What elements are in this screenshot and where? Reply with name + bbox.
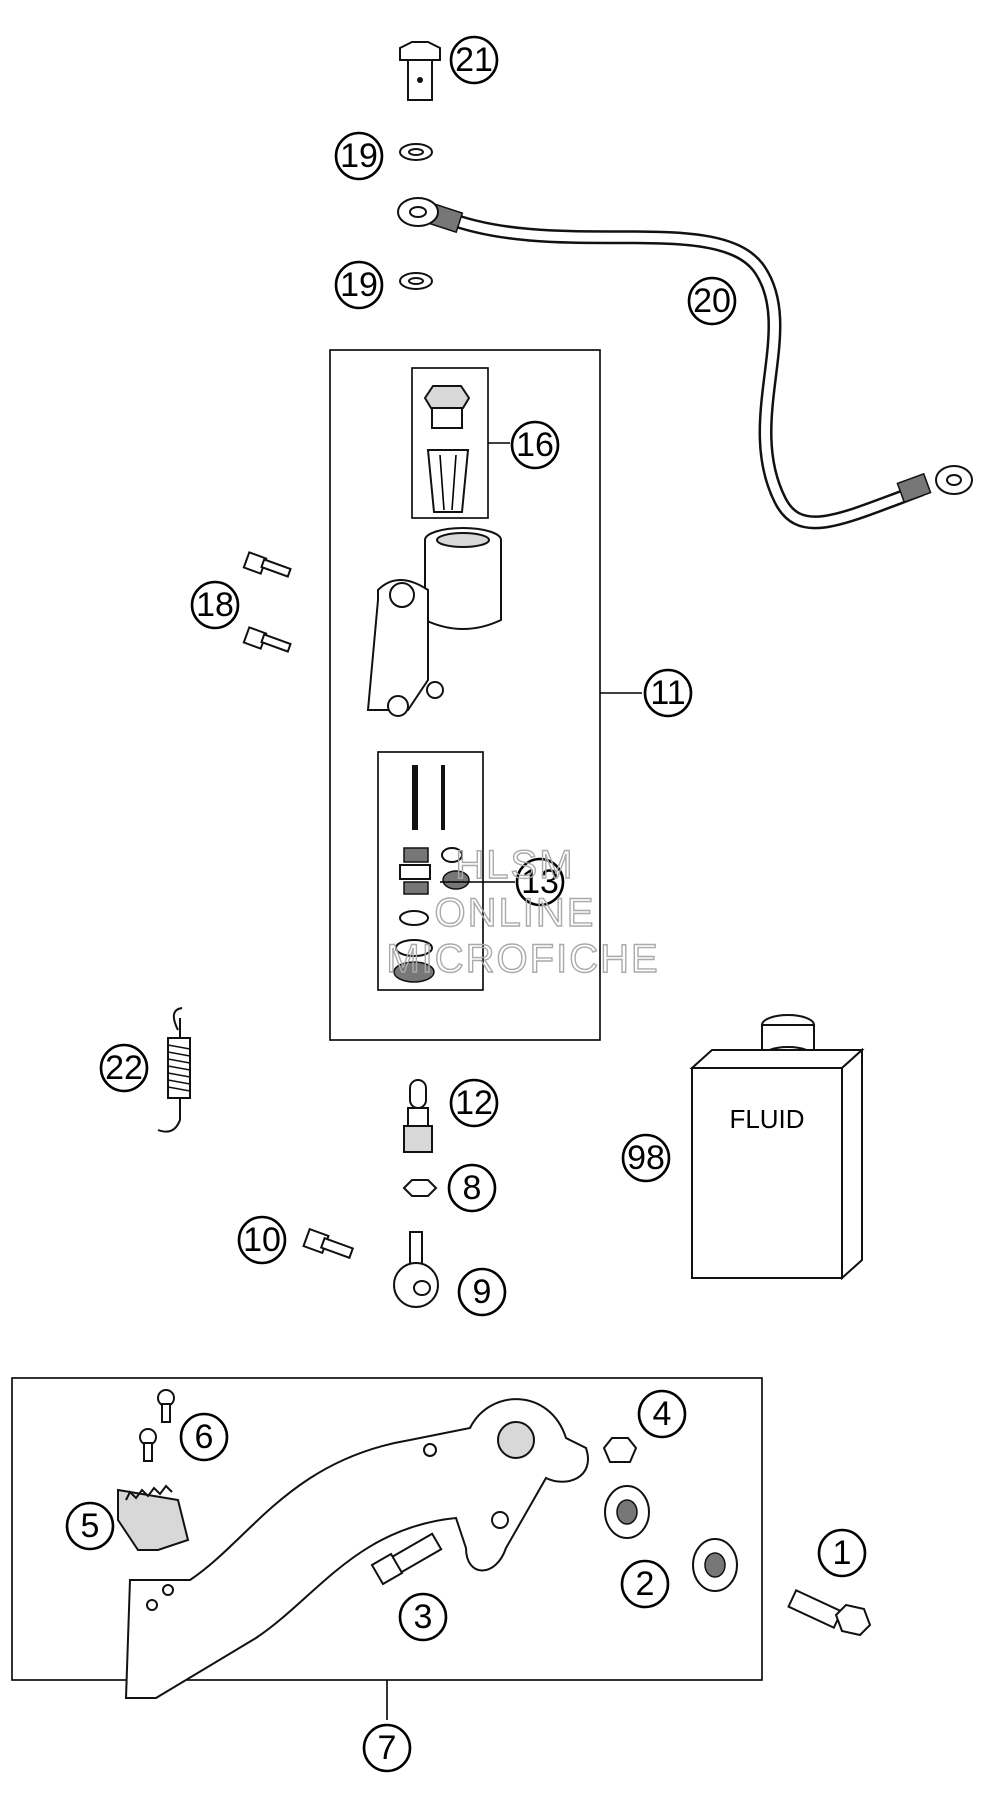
part-label-8: 8 xyxy=(447,1163,497,1213)
step-screws-drawing xyxy=(139,1389,175,1462)
part-label-21: 21 xyxy=(449,35,499,85)
mounting-bolts-drawing xyxy=(242,551,292,653)
watermark: HLSM ONLINE MICROFICHE xyxy=(386,842,659,981)
banjo-bolt-drawing xyxy=(399,41,441,101)
part-label-7: 7 xyxy=(362,1723,412,1773)
svg-text:8: 8 xyxy=(463,1169,482,1207)
part-label-13: 13 xyxy=(515,857,565,907)
svg-text:19: 19 xyxy=(340,266,378,304)
svg-text:ONLINE: ONLINE xyxy=(435,891,596,935)
nut-drawing xyxy=(402,1179,438,1197)
return-spring-drawing xyxy=(157,1007,191,1133)
svg-text:MICROFICHE: MICROFICHE xyxy=(386,937,659,981)
svg-text:19: 19 xyxy=(340,137,378,175)
svg-text:6: 6 xyxy=(195,1418,214,1456)
pivot-pin-drawing xyxy=(370,1532,443,1586)
reservoir-cap-drawing xyxy=(423,385,471,513)
pedal-step-drawing xyxy=(117,1484,190,1551)
part-label-19-lower: 19 xyxy=(334,260,384,310)
svg-text:22: 22 xyxy=(105,1049,143,1087)
part-label-4: 4 xyxy=(637,1389,687,1439)
part-label-16: 16 xyxy=(510,420,560,470)
part-label-22: 22 xyxy=(99,1043,149,1093)
part-label-9: 9 xyxy=(457,1267,507,1317)
part-label-11: 11 xyxy=(643,668,693,718)
svg-text:3: 3 xyxy=(414,1598,433,1636)
svg-text:21: 21 xyxy=(455,41,493,79)
svg-text:20: 20 xyxy=(693,282,731,320)
svg-text:HLSM: HLSM xyxy=(455,843,574,887)
piston-kit-drawing xyxy=(393,765,470,983)
svg-text:1: 1 xyxy=(833,1534,852,1572)
svg-text:5: 5 xyxy=(81,1507,100,1545)
part-label-12: 12 xyxy=(449,1078,499,1128)
svg-text:18: 18 xyxy=(196,586,234,624)
svg-text:4: 4 xyxy=(653,1395,672,1433)
svg-text:11: 11 xyxy=(650,674,685,712)
part-label-2: 2 xyxy=(620,1559,670,1609)
part-label-20: 20 xyxy=(687,276,737,326)
part-label-10: 10 xyxy=(237,1215,287,1265)
master-cylinder-kit-frame xyxy=(329,349,601,1041)
piston-kit-frame xyxy=(377,751,484,991)
pedal-bolt-drawing xyxy=(787,1588,872,1637)
fluid-label: FLUID xyxy=(729,1104,804,1134)
part-label-1: 1 xyxy=(817,1528,867,1578)
collar-nut-drawing xyxy=(602,1437,638,1463)
svg-text:10: 10 xyxy=(243,1221,281,1259)
svg-text:7: 7 xyxy=(378,1729,397,1767)
part-label-6: 6 xyxy=(179,1412,229,1462)
svg-text:16: 16 xyxy=(516,426,554,464)
part-label-19: 19 xyxy=(334,131,384,181)
svg-text:2: 2 xyxy=(636,1565,655,1603)
bearings-drawing xyxy=(604,1485,738,1592)
part-label-98: 98 xyxy=(621,1133,671,1183)
svg-text:13: 13 xyxy=(521,863,559,901)
clevis-drawing xyxy=(393,1231,439,1308)
part-label-18: 18 xyxy=(190,580,240,630)
pin-bolt-drawing xyxy=(302,1227,355,1260)
push-rod-drawing xyxy=(403,1079,433,1153)
brake-hose-drawing xyxy=(397,197,973,530)
brake-pedal-drawing xyxy=(124,1398,589,1699)
master-cylinder-body-drawing xyxy=(366,527,502,717)
svg-text:9: 9 xyxy=(473,1273,492,1311)
svg-text:12: 12 xyxy=(455,1084,493,1122)
brake-fluid-bottle-drawing: FLUID xyxy=(689,1014,865,1281)
svg-text:98: 98 xyxy=(627,1139,665,1177)
part-label-5: 5 xyxy=(65,1501,115,1551)
part-label-3: 3 xyxy=(398,1592,448,1642)
